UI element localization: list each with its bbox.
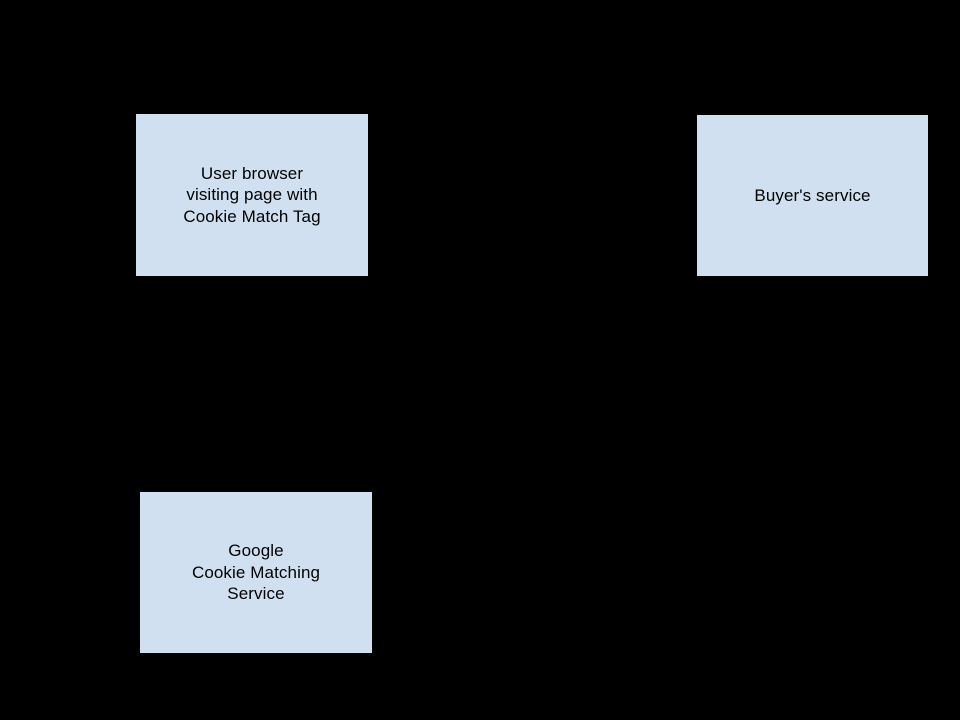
node-buyers-service-label: Buyer's service	[754, 185, 871, 205]
node-buyers-service[interactable]: Buyer's service	[697, 115, 928, 276]
node-google-cookie-matching-service[interactable]: Google Cookie Matching Service	[140, 492, 372, 653]
connector-google-cms-to-buyers-service	[371, 277, 814, 574]
node-user-browser-label: User browser visiting page with Cookie M…	[183, 163, 321, 226]
connector-user-browser-to-google-cms	[249, 275, 262, 492]
node-user-browser[interactable]: User browser visiting page with Cookie M…	[136, 114, 368, 276]
node-google-cookie-matching-service-label: Google Cookie Matching Service	[191, 541, 321, 604]
